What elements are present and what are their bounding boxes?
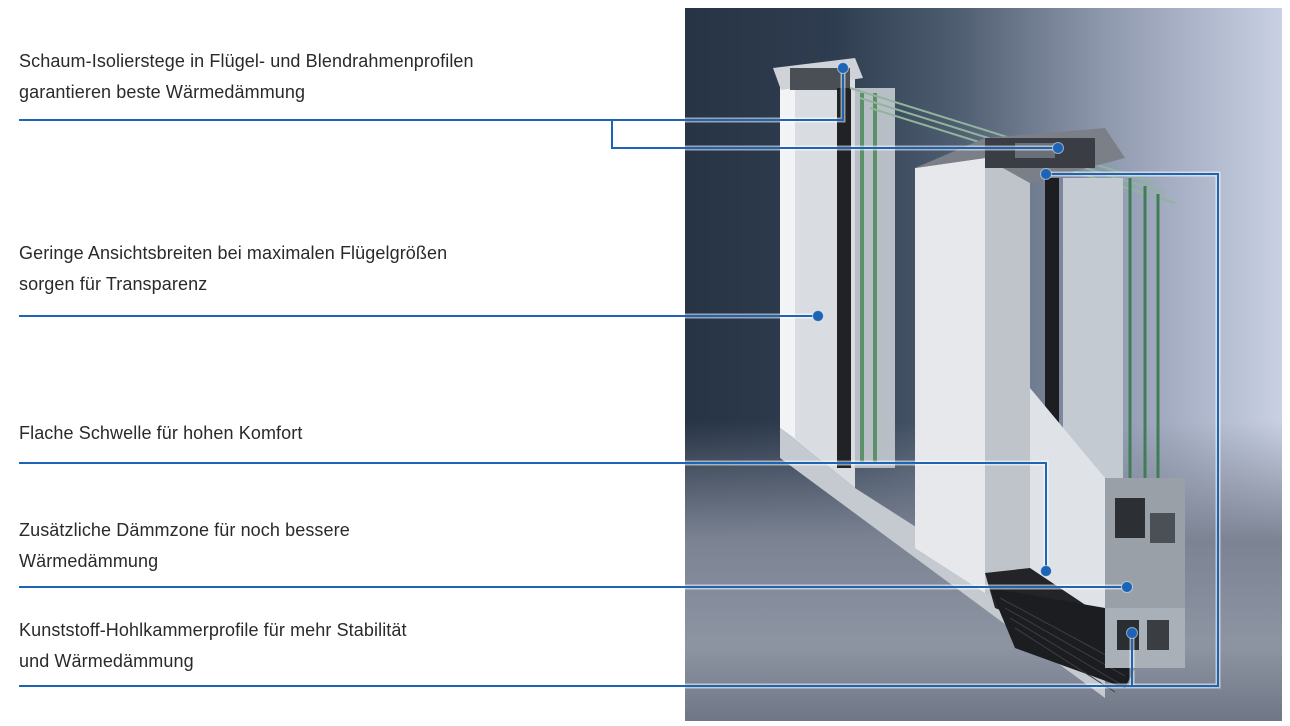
callout-dot-icon <box>1040 565 1052 577</box>
callout-dot-icon <box>1040 168 1052 180</box>
callout-line: Flache Schwelle für hohen Komfort <box>19 423 303 443</box>
leader-line-foam-insulation <box>19 68 844 121</box>
callout-dot-icon <box>1052 142 1064 154</box>
callout-flat-threshold: Flache Schwelle für hohen Komfort <box>19 418 302 449</box>
callout-narrow-sightlines: Geringe Ansichtsbreiten bei maximalen Fl… <box>19 238 447 300</box>
callout-dot-icon <box>812 310 824 322</box>
callout-plastic-hollow-profiles: Kunststoff-Hohlkammerprofile für mehr St… <box>19 615 407 677</box>
callout-dot-icon <box>1126 627 1138 639</box>
callout-dot-icon <box>837 62 849 74</box>
callout-line: Kunststoff-Hohlkammerprofile für mehr St… <box>19 620 407 640</box>
callout-extra-insulation-zone: Zusätzliche Dämmzone für noch bessere Wä… <box>19 515 350 577</box>
leader-line-hollow-profiles <box>19 173 1219 687</box>
callout-foam-insulation: Schaum-Isolierstege in Flügel- und Blend… <box>19 46 474 108</box>
callout-line: Wärmedämmung <box>19 551 159 571</box>
callout-line: und Wärmedämmung <box>19 651 194 671</box>
callout-line: Schaum-Isolierstege in Flügel- und Blend… <box>19 51 474 71</box>
window-profile-illustration <box>773 58 1185 698</box>
leader-line-flat-threshold <box>19 462 1047 571</box>
callout-dot-icon <box>1121 581 1133 593</box>
callout-line: Zusätzliche Dämmzone für noch bessere <box>19 520 350 540</box>
callout-line: Geringe Ansichtsbreiten bei maximalen Fl… <box>19 243 448 263</box>
leader-line-foam-insulation-branch <box>611 120 1058 149</box>
window-profile-image <box>685 8 1282 721</box>
callout-line: garantieren beste Wärmedämmung <box>19 82 306 102</box>
callout-line: sorgen für Transparenz <box>19 274 208 294</box>
